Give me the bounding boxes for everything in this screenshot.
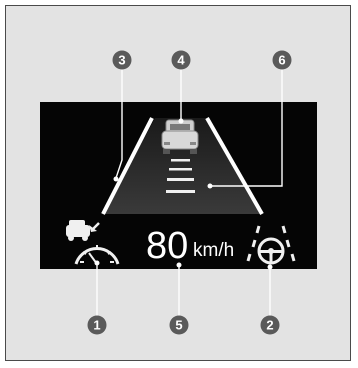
svg-text:6: 6 bbox=[278, 53, 285, 68]
callout-3: 3 bbox=[113, 51, 132, 70]
callout-6: 6 bbox=[273, 51, 292, 70]
callout-5: 5 bbox=[170, 316, 189, 335]
car-ahead-icon bbox=[162, 120, 198, 154]
svg-text:5: 5 bbox=[175, 318, 182, 333]
speed-unit: km/h bbox=[193, 240, 234, 261]
callout-4: 4 bbox=[172, 51, 191, 70]
svg-text:4: 4 bbox=[177, 53, 185, 68]
svg-text:1: 1 bbox=[93, 318, 100, 333]
callout-1: 1 bbox=[88, 316, 107, 335]
callout-2: 2 bbox=[261, 316, 280, 335]
svg-text:3: 3 bbox=[118, 53, 125, 68]
speed-value: 80 bbox=[146, 225, 188, 267]
svg-text:2: 2 bbox=[266, 318, 273, 333]
